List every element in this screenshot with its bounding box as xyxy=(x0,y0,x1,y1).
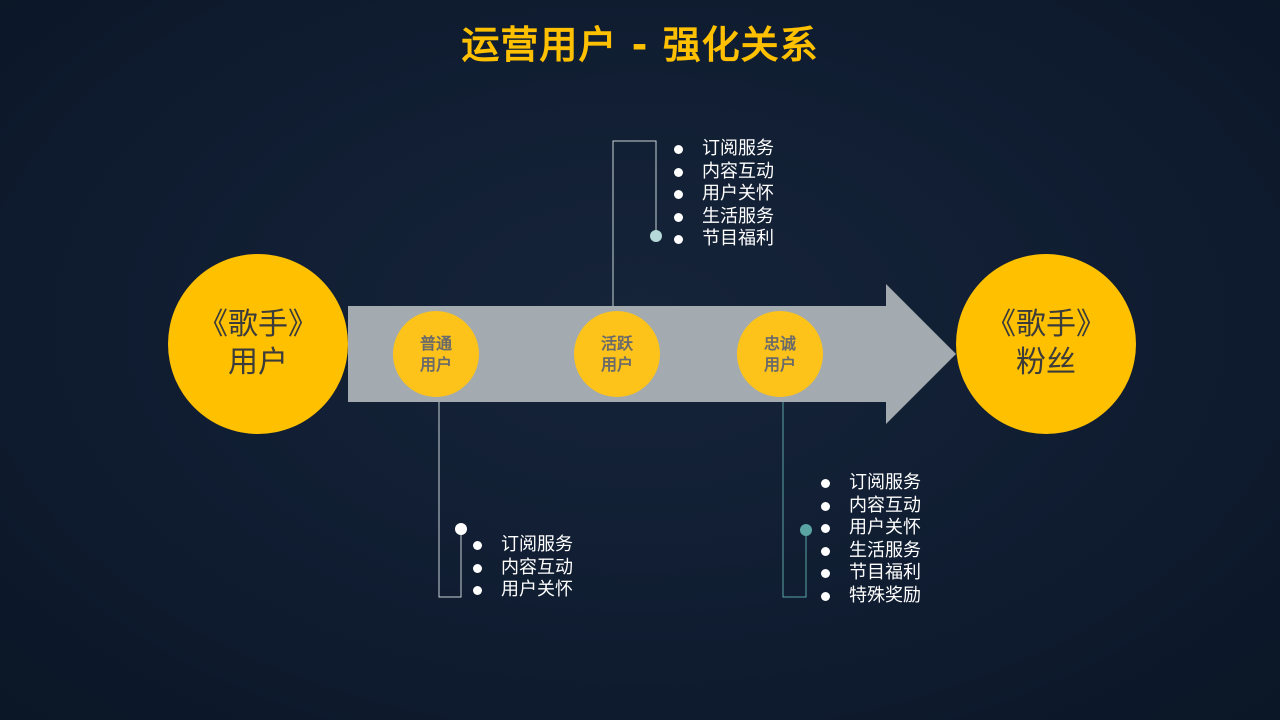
start-node-line2: 用户 xyxy=(228,345,288,380)
stage-regular-line2: 用户 xyxy=(419,355,452,374)
list-item: 特殊奖励 xyxy=(821,585,921,608)
list-item: 生活服务 xyxy=(821,540,921,563)
list-item: 订阅服务 xyxy=(674,138,774,161)
stage-active-line2: 用户 xyxy=(600,355,633,374)
active-users-benefits-list: 订阅服务 内容互动 用户关怀 生活服务 节目福利 xyxy=(674,138,774,251)
list-item: 内容互动 xyxy=(674,161,774,184)
regular-users-benefits-list: 订阅服务 内容互动 用户关怀 xyxy=(473,534,573,602)
stage-loyal-line2: 用户 xyxy=(763,355,796,374)
list-item: 用户关怀 xyxy=(473,579,573,602)
list-item: 生活服务 xyxy=(674,206,774,229)
end-node-line1: 《歌手》 xyxy=(986,307,1106,342)
end-node-line2: 粉丝 xyxy=(1016,345,1076,380)
list-item: 用户关怀 xyxy=(674,183,774,206)
list-item: 内容互动 xyxy=(473,557,573,580)
connector-regular-users xyxy=(438,402,467,598)
page-title: 运营用户 - 强化关系 xyxy=(461,23,819,67)
connector-active-users xyxy=(612,140,662,306)
connector-dot-active xyxy=(650,230,662,242)
stage-loyal-line1: 忠诚 xyxy=(763,334,796,353)
stage-loyal-users: 忠诚 用户 xyxy=(737,311,823,397)
stage-regular-line1: 普通 xyxy=(419,334,452,353)
start-node-users: 《歌手》 用户 xyxy=(168,254,348,434)
start-node-line1: 《歌手》 xyxy=(198,307,318,342)
list-item: 订阅服务 xyxy=(473,534,573,557)
connector-dot-regular xyxy=(455,523,467,535)
connector-dot-loyal xyxy=(800,524,812,536)
list-item: 内容互动 xyxy=(821,495,921,518)
loyal-users-benefits-list: 订阅服务 内容互动 用户关怀 生活服务 节目福利 特殊奖励 xyxy=(821,472,921,607)
stage-regular-users: 普通 用户 xyxy=(393,311,479,397)
list-item: 节目福利 xyxy=(674,228,774,251)
list-item: 节目福利 xyxy=(821,562,921,585)
list-item: 订阅服务 xyxy=(821,472,921,495)
list-item: 用户关怀 xyxy=(821,517,921,540)
connector-loyal-users xyxy=(782,402,812,598)
end-node-fans: 《歌手》 粉丝 xyxy=(956,254,1136,434)
stage-active-line1: 活跃 xyxy=(600,334,633,353)
stage-active-users: 活跃 用户 xyxy=(574,311,660,397)
